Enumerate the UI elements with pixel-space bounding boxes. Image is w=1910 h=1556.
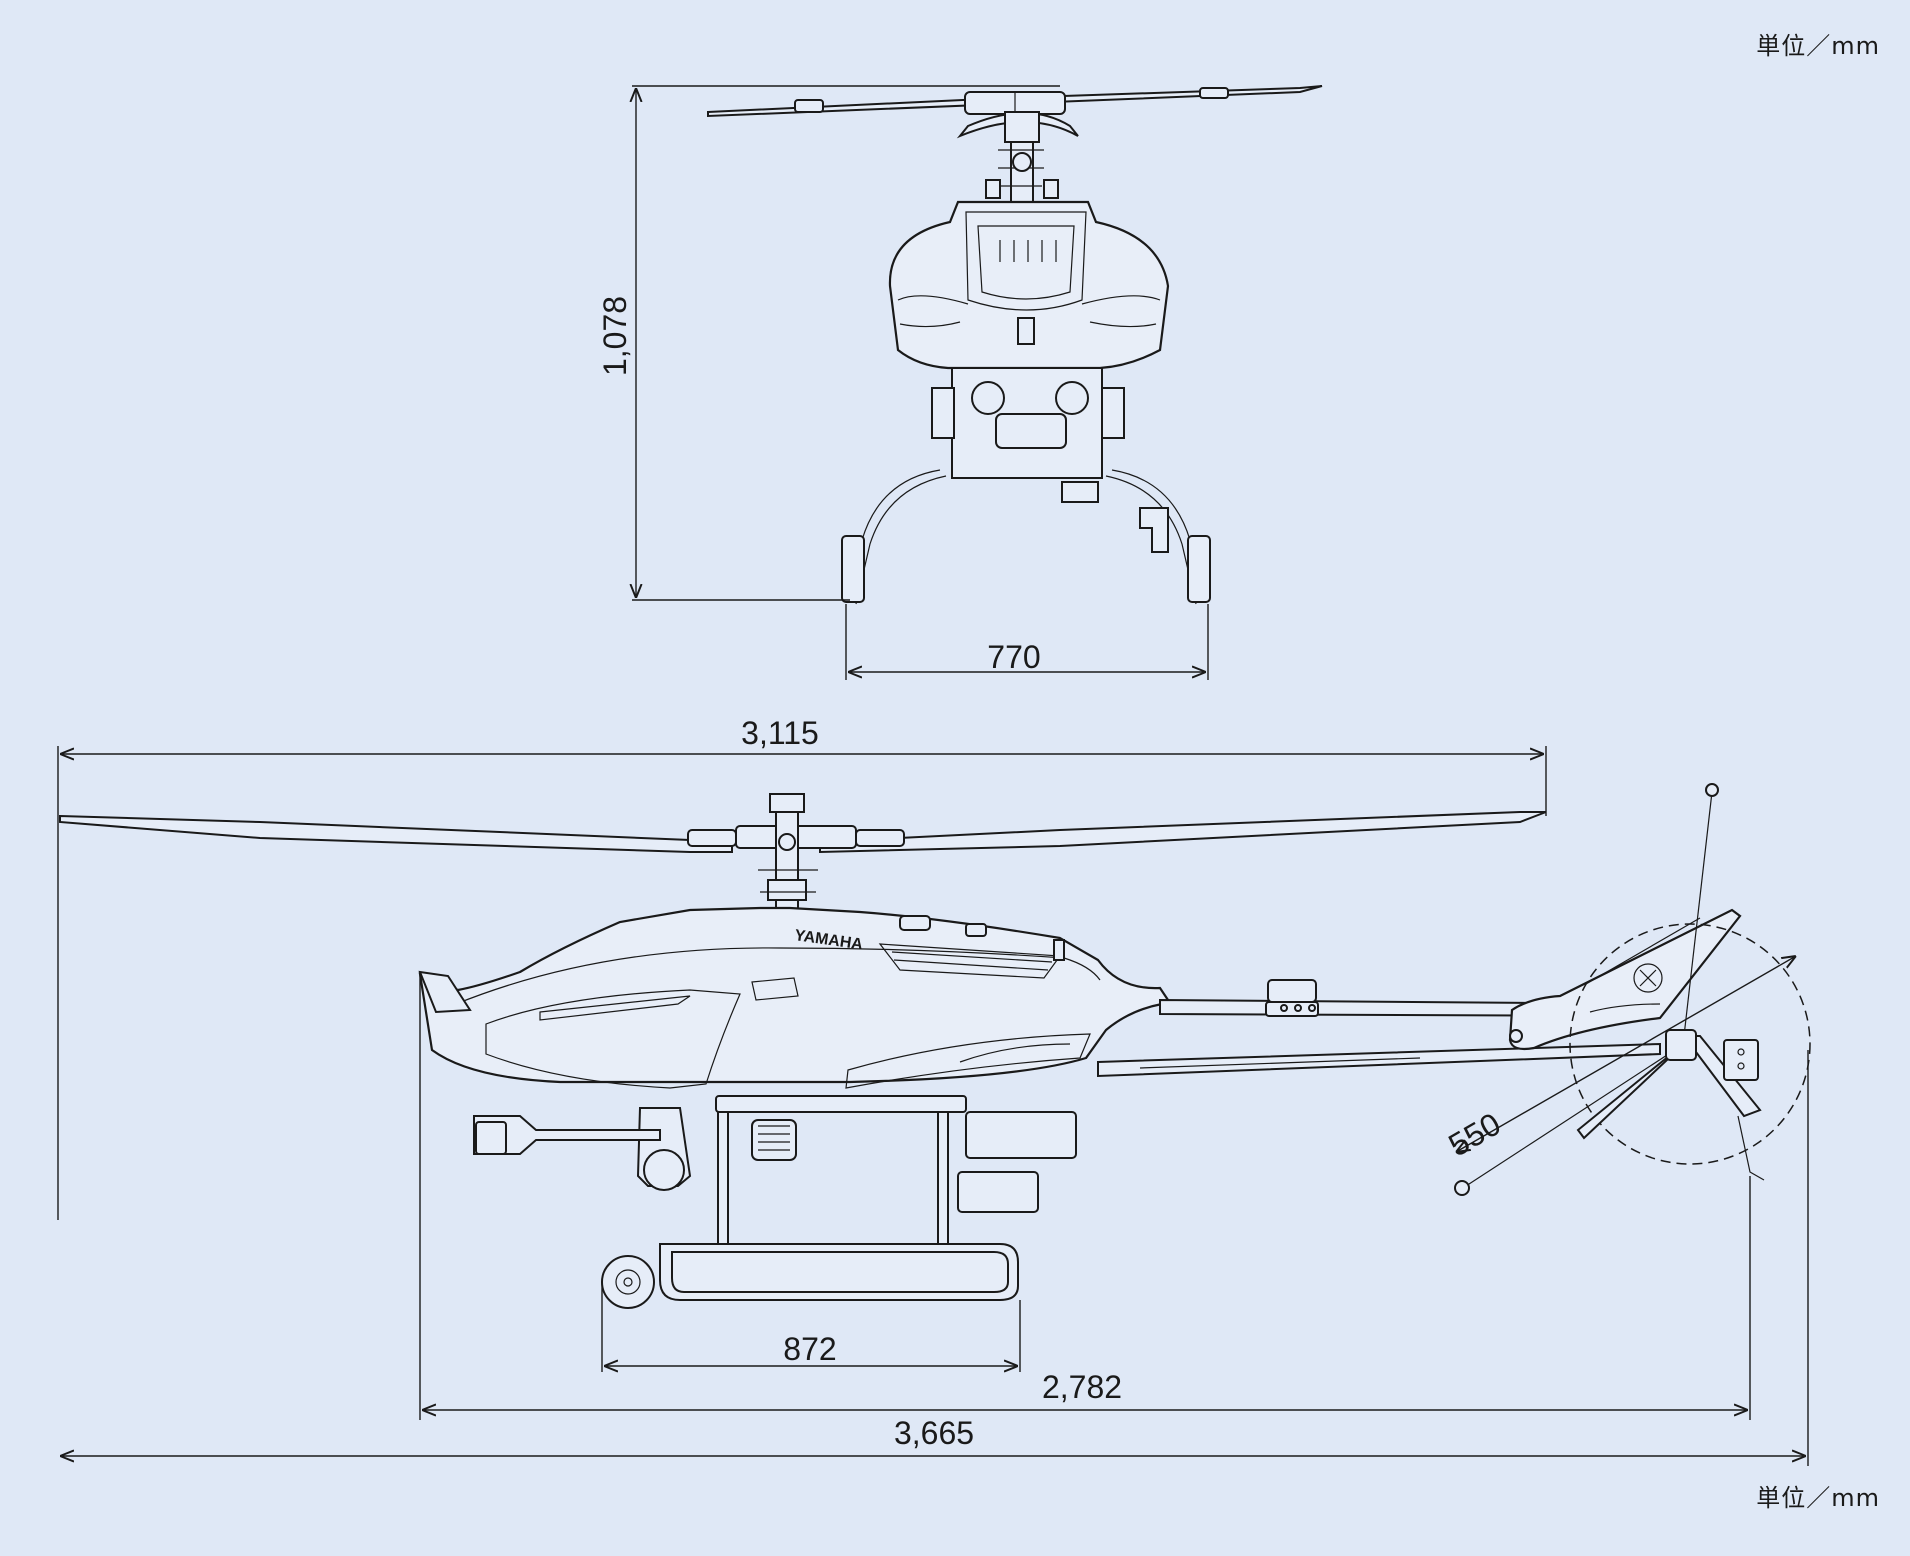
- dim-body-length: 2,782: [419, 974, 1751, 1420]
- dim-tread: 770: [845, 604, 1209, 680]
- side-main-rotor: [59, 811, 1547, 854]
- tail-rotor-value: 550: [1442, 1106, 1506, 1164]
- dim-overall-length: 3,665: [60, 1050, 1809, 1466]
- dim-rotor-diameter: 3,115: [57, 715, 1547, 1220]
- front-main-rotor: [707, 85, 1323, 118]
- front-internals: [931, 367, 1125, 503]
- side-nose-fin: [418, 970, 472, 1014]
- height-value: 1,078: [597, 296, 633, 376]
- unit-label-top: 単位／mm: [1756, 32, 1880, 60]
- tread-value: 770: [987, 639, 1040, 675]
- skid-length-value: 872: [783, 1331, 836, 1367]
- side-tail-fin: [1508, 908, 1742, 1051]
- dim-height: 1,078: [597, 85, 1060, 601]
- rotor-diameter-value: 3,115: [741, 715, 819, 751]
- front-landing-gear: [841, 469, 1211, 605]
- side-landing-gear: [473, 1095, 1077, 1309]
- dim-skid-length: 872: [601, 1282, 1021, 1372]
- side-fuselage: YAMAHA: [418, 906, 1170, 1089]
- front-rotor-head: [956, 111, 1079, 203]
- body-length-value: 2,782: [1042, 1369, 1122, 1405]
- overall-length-value: 3,665: [894, 1415, 974, 1451]
- front-body: [888, 200, 1170, 370]
- front-view: [707, 85, 1323, 605]
- side-rotor-head: [758, 793, 818, 913]
- unit-label-bottom: 単位／mm: [1756, 1484, 1880, 1512]
- side-view: YAMAHA: [59, 783, 1811, 1309]
